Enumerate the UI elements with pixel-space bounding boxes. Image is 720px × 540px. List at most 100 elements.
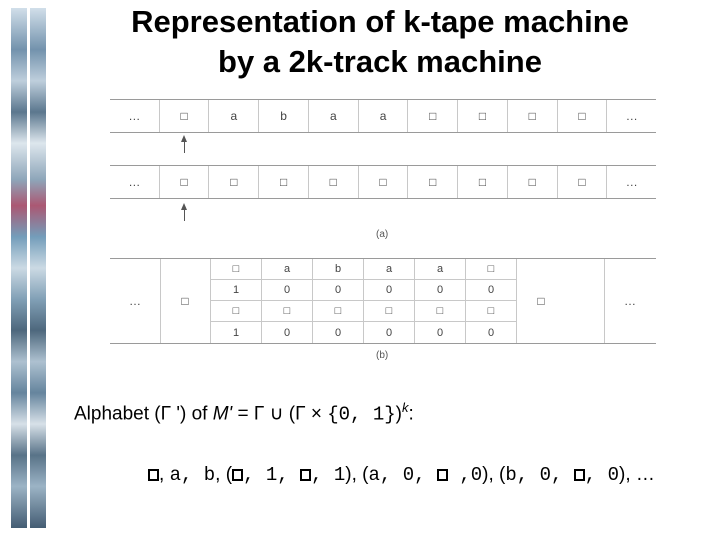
- tape-cell: □: [158, 100, 209, 132]
- track-grid: □ a b a a □ 1 0 0 0 0 0 □ □ □ □ □ □ 1 0 …: [210, 259, 516, 343]
- caption-a: (a): [376, 229, 389, 240]
- tape-cell: a: [208, 100, 258, 132]
- tape-cell: …: [128, 109, 141, 123]
- track-cell: □: [465, 301, 516, 321]
- alphabet-prefix: Alphabet (Γ ') of: [74, 403, 213, 425]
- exponent-k: k: [401, 400, 409, 415]
- tape-cell: □: [307, 166, 358, 198]
- track-cell: 0: [312, 280, 363, 300]
- tape-2-cells: … □ □ □ □ □ □ □ □ □ …: [110, 165, 656, 199]
- symbol-text: a, b: [169, 464, 216, 486]
- tape-cell: □: [457, 100, 507, 132]
- track-cell: b: [312, 259, 363, 279]
- tape-cell: □: [506, 166, 557, 198]
- track-cell: 0: [363, 280, 414, 300]
- tape-2: … □ □ □ □ □ □ □ □ □ …: [110, 165, 656, 199]
- blank-symbol-icon: [573, 469, 585, 481]
- grid-divider: [604, 259, 605, 343]
- alphabet-definition: Alphabet (Γ ') of M' = Γ ∪ (Γ × {0, 1})k…: [74, 400, 414, 425]
- tape-cell: a: [357, 100, 408, 132]
- tape-2-head-stem: [184, 209, 185, 221]
- tape-1-head-stem: [184, 141, 185, 153]
- tape-cell: a: [307, 100, 358, 132]
- alphabet-close: ): [395, 403, 402, 425]
- track-cell: 0: [312, 322, 363, 343]
- title-line-2: by a 2k-track machine: [218, 44, 542, 79]
- symbol-text: ,: [159, 464, 170, 485]
- tape-cell: …: [606, 100, 656, 132]
- grid-left-box: □: [181, 294, 189, 308]
- tape-cell: □: [158, 166, 209, 198]
- grid-left-dots: …: [129, 294, 141, 308]
- symbol-text: , 1: [311, 464, 346, 486]
- tape-cell: □: [506, 100, 557, 132]
- symbol-text: ), …: [619, 464, 655, 485]
- tape-2-head-arrow-icon: [181, 203, 187, 210]
- tape-cell: □: [457, 166, 507, 198]
- tape-cell: □: [258, 166, 308, 198]
- caption-b: (b): [376, 350, 389, 361]
- track-row: □ a b a a □: [210, 259, 516, 280]
- track-cell: □: [210, 301, 261, 321]
- left-decorative-strip-2: [30, 8, 46, 528]
- grid-divider: [160, 259, 161, 343]
- tape-cell: □: [407, 166, 457, 198]
- track-row: 1 0 0 0 0 0: [210, 322, 516, 343]
- tape-1: … □ a b a a □ □ □ □ …: [110, 99, 656, 133]
- title-line-1: Representation of k-tape machine: [131, 4, 629, 39]
- tape-cell: □: [357, 166, 408, 198]
- symbol-text: b, 0,: [505, 464, 574, 486]
- symbol-text: , (: [215, 464, 233, 485]
- symbol-text: , 0: [584, 464, 620, 486]
- symbol-text: , 1,: [243, 464, 301, 486]
- slide-title: Representation of k-tape machine by a 2k…: [60, 2, 700, 82]
- blank-symbol-icon: [436, 469, 448, 481]
- blank-symbol-icon: [148, 469, 159, 481]
- left-decorative-strip: [11, 8, 27, 528]
- track-cell: □: [363, 301, 414, 321]
- blank-symbol-icon: [300, 469, 312, 481]
- grid-right-box: □: [537, 294, 545, 308]
- alphabet-equation: = Γ ∪ (Γ ×: [232, 403, 328, 425]
- track-cell: 1: [210, 280, 261, 300]
- track-cell: 0: [261, 322, 312, 343]
- track-cell: 0: [261, 280, 312, 300]
- track-cell: □: [261, 301, 312, 321]
- track-cell: a: [363, 259, 414, 279]
- tape-cell: …: [606, 166, 656, 198]
- track-cell: □: [414, 301, 465, 321]
- binary-set: {0, 1}: [327, 403, 396, 426]
- track-cell: 0: [465, 322, 516, 343]
- tape-cell: □: [208, 166, 258, 198]
- tape-cell: □: [407, 100, 457, 132]
- grid-right-dots: …: [624, 294, 636, 308]
- symbol-list: , a, b, (, 1, , 1), (a, 0, ,0), (b, 0, ,…: [148, 464, 655, 486]
- grid-divider: [516, 259, 517, 343]
- track-cell: 0: [465, 280, 516, 300]
- symbol-text: ), (: [482, 464, 506, 485]
- tape-cell: b: [258, 100, 308, 132]
- tape-1-cells: … □ a b a a □ □ □ □ …: [110, 99, 656, 133]
- symbol-text: ), (: [345, 464, 369, 485]
- track-cell: a: [414, 259, 465, 279]
- symbol-text: a, 0,: [368, 464, 437, 486]
- blank-symbol-icon: [232, 469, 244, 481]
- symbol-text: ,0: [447, 464, 483, 486]
- tape-1-head-arrow-icon: [181, 135, 187, 142]
- tape-cell: …: [128, 175, 141, 189]
- tape-cell: □: [556, 100, 607, 132]
- track-row: □ □ □ □ □ □: [210, 301, 516, 322]
- multitrack-tape: … □ □ a b a a □ 1 0 0 0 0 0 □ □ □ □ □ □: [110, 258, 656, 344]
- track-cell: 1: [210, 322, 261, 343]
- track-cell: □: [465, 259, 516, 279]
- track-cell: 0: [414, 280, 465, 300]
- alphabet-colon: :: [408, 403, 414, 425]
- track-cell: 0: [363, 322, 414, 343]
- track-row: 1 0 0 0 0 0: [210, 280, 516, 301]
- machine-name: M': [212, 403, 233, 425]
- track-cell: □: [210, 259, 261, 279]
- track-cell: a: [261, 259, 312, 279]
- track-cell: □: [312, 301, 363, 321]
- tape-cell: □: [556, 166, 607, 198]
- track-cell: 0: [414, 322, 465, 343]
